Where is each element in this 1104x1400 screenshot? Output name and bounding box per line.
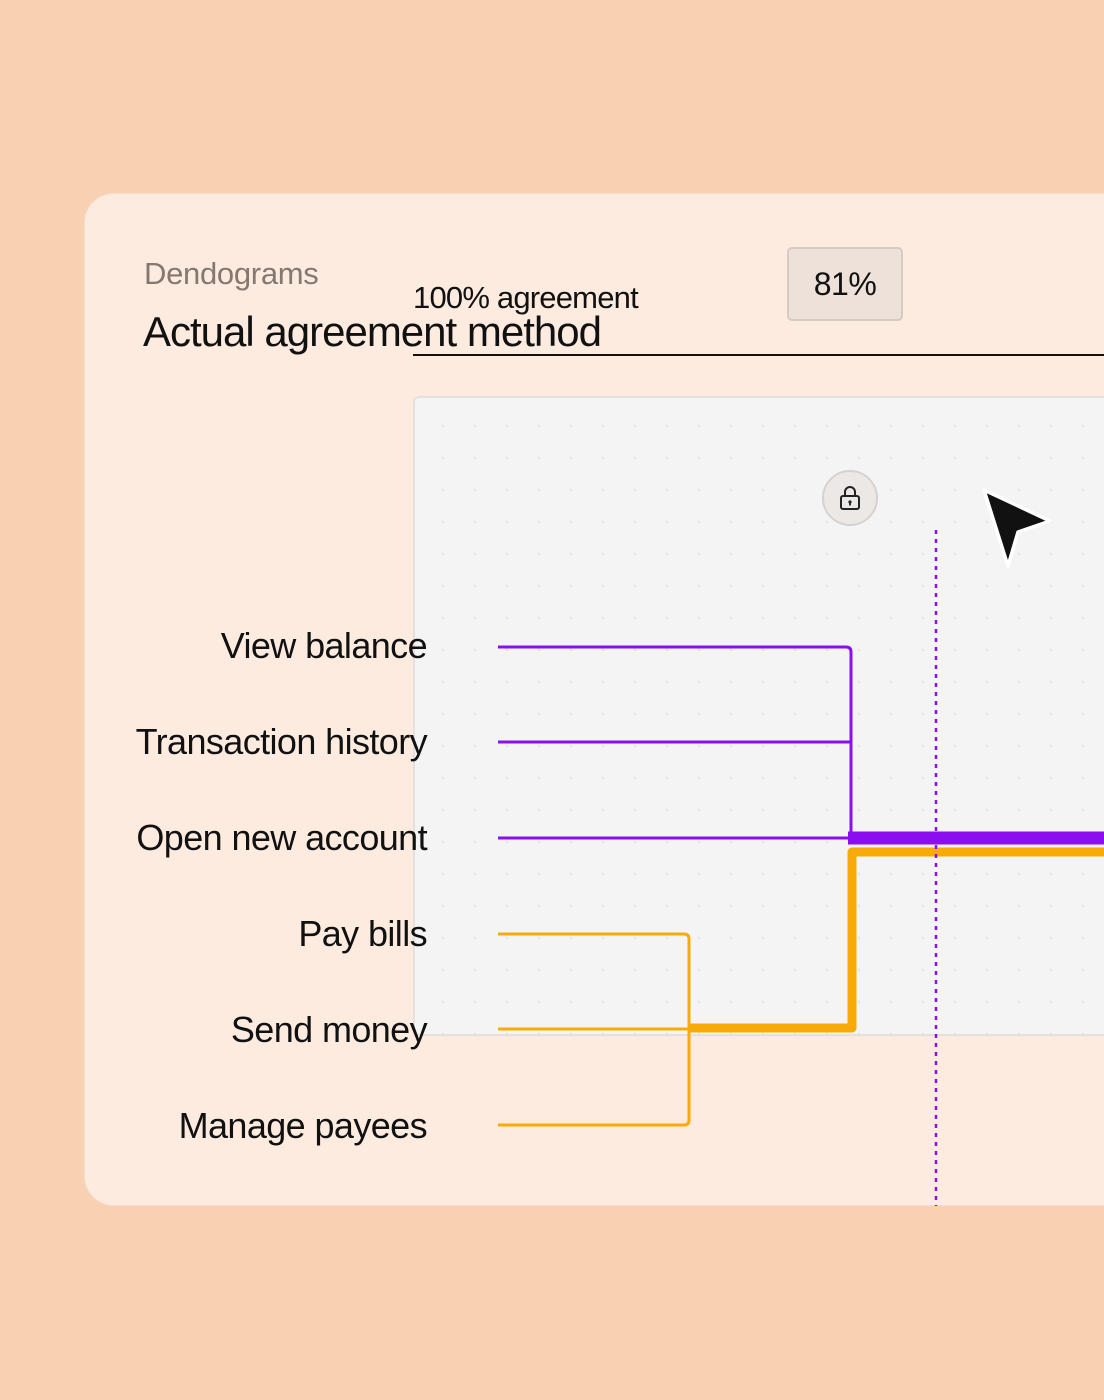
leaf-label-transaction-history: Transaction history <box>135 721 428 762</box>
threshold-badge[interactable]: 81% <box>787 247 903 321</box>
card-eyebrow: Dendograms <box>144 256 319 291</box>
leaf-label-open-new-account: Open new account <box>136 817 427 858</box>
lock-icon[interactable] <box>822 470 878 526</box>
scale-label: 100% agreement <box>413 280 639 315</box>
axis-line <box>413 354 1104 356</box>
dendrogram-plot-area[interactable] <box>413 396 1104 1036</box>
leaf-label-manage-payees: Manage payees <box>178 1105 428 1146</box>
lock-glyph <box>840 486 860 510</box>
leaf-label-send-money: Send money <box>230 1009 428 1050</box>
leaf-label-pay-bills: Pay bills <box>298 913 427 954</box>
card-title: Actual agreement method <box>143 308 602 355</box>
leaf-label-view-balance: View balance <box>220 625 428 666</box>
